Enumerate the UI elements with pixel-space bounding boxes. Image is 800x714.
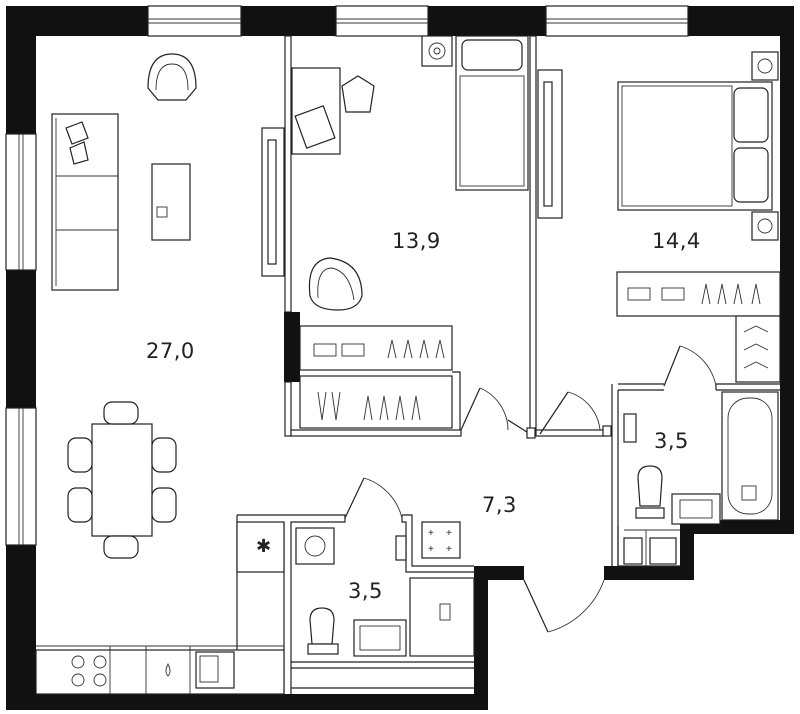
- master-bedroom-furniture: [537, 51, 779, 369]
- bathroom-left-area: 3,5: [348, 579, 383, 603]
- svg-text:+: +: [446, 544, 452, 555]
- living-room-area: 27,0: [146, 339, 195, 363]
- svg-text:✱: ✱: [256, 536, 271, 557]
- doors: [344, 345, 717, 633]
- outer-walls: [6, 6, 794, 710]
- svg-text:+: +: [446, 528, 452, 539]
- small-bedroom-area: 13,9: [392, 229, 441, 253]
- small-bedroom-furniture: [291, 35, 529, 421]
- master-bedroom-area: 14,4: [652, 229, 701, 253]
- area-labels: 27,0 13,9 14,4 7,3 3,5 3,5: [146, 229, 701, 603]
- bathroom-right-fixtures: [623, 391, 779, 525]
- hall-area: 7,3: [482, 493, 517, 517]
- svg-text:+: +: [428, 528, 434, 539]
- living-furniture: ✱: [35, 53, 285, 695]
- windows: [5, 5, 689, 546]
- svg-text:+: +: [428, 544, 434, 555]
- bathroom-left-fixtures: [295, 527, 475, 657]
- interior-walls: [236, 35, 781, 694]
- bathroom-right-area: 3,5: [654, 429, 689, 453]
- hall-fixtures: + + + +: [395, 521, 461, 561]
